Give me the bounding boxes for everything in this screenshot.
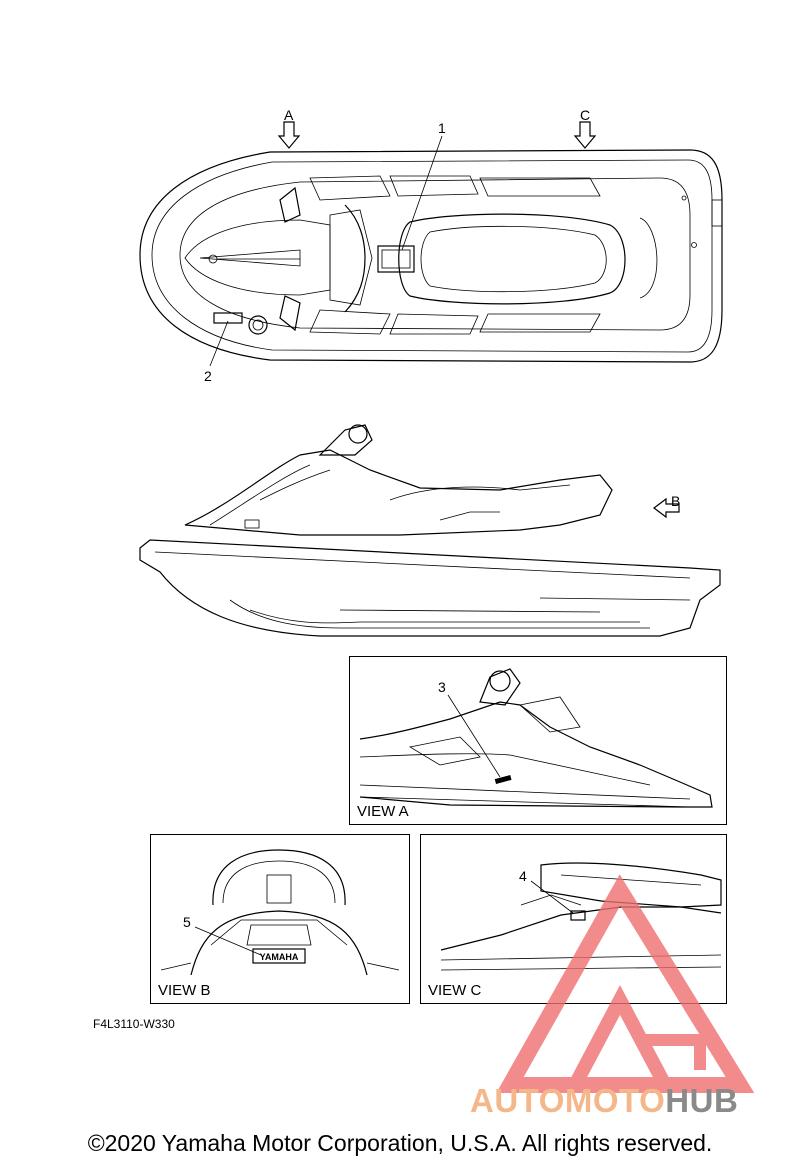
callout-1: 1: [438, 120, 446, 136]
view-b-label: VIEW B: [158, 982, 211, 999]
sticker-text: YAMAHA: [260, 952, 299, 962]
watermark-text: AUTOMOTOHUB: [470, 1082, 738, 1120]
arrow-a-label: A: [284, 107, 294, 123]
callout-2: 2: [204, 368, 212, 384]
view-b-panel: YAMAHA 5 VIEW B: [150, 834, 410, 1004]
view-a-label: VIEW A: [357, 803, 409, 820]
view-c-label: VIEW C: [428, 982, 482, 999]
figure-code: F4L3110-W330: [93, 1017, 175, 1031]
view-b-diagram: YAMAHA: [160, 849, 400, 976]
arrow-c-label: C: [580, 107, 591, 123]
view-a-panel: 3 VIEW A: [349, 656, 727, 825]
callout-5: 5: [183, 914, 191, 930]
callout-3: 3: [438, 679, 446, 695]
arrow-b-label: B: [671, 493, 681, 509]
watermark-part1: AUTOMOTO: [470, 1082, 666, 1119]
view-a-diagram: [359, 668, 713, 808]
callout-4: 4: [519, 868, 527, 884]
watermark-part2: HUB: [665, 1082, 739, 1119]
copyright-notice: ©2020 Yamaha Motor Corporation, U.S.A. A…: [87, 1130, 713, 1156]
